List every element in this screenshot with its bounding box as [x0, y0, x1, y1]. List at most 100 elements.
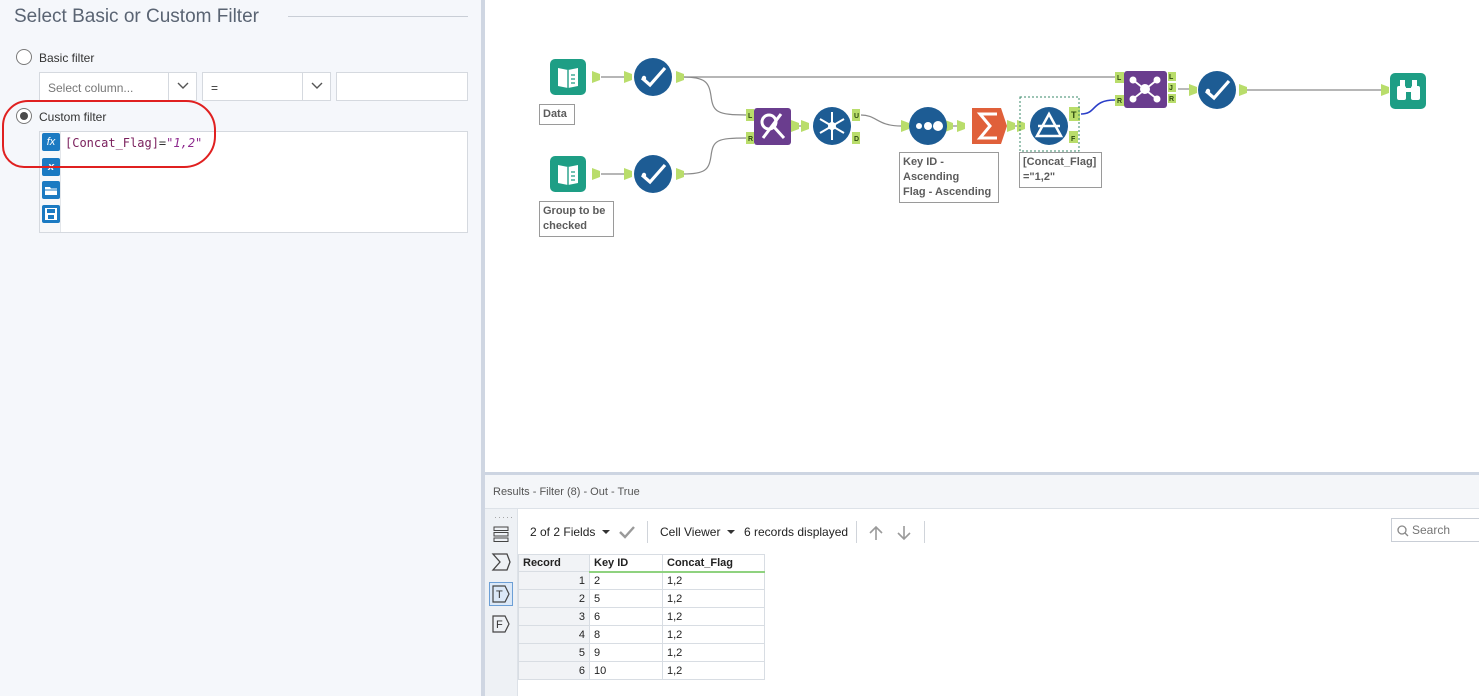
column-header-key-id[interactable]: Key ID [589, 554, 663, 573]
find-replace-tool[interactable] [754, 108, 791, 145]
anchor[interactable] [592, 168, 600, 180]
concat-flag-cell[interactable]: 1,2 [662, 571, 765, 590]
unique-tool[interactable] [813, 107, 851, 145]
anchor[interactable] [676, 168, 684, 180]
key-id-cell[interactable]: 2 [589, 571, 663, 590]
browse-tool[interactable] [1390, 73, 1426, 109]
anchor[interactable] [1168, 94, 1176, 103]
search-box[interactable] [1391, 518, 1479, 542]
false-output-icon[interactable]: F [489, 612, 513, 636]
column-header-record[interactable]: Record [518, 554, 590, 572]
key-id-cell[interactable]: 8 [589, 625, 663, 644]
concat-flag-cell[interactable]: 1,2 [662, 643, 765, 662]
record-cell: 1 [518, 571, 590, 590]
annotation-filter[interactable]: [Concat_Flag] ="1,2" [1019, 152, 1102, 188]
anchor[interactable] [624, 71, 632, 83]
table-row[interactable]: 2 5 1,2 [518, 589, 765, 608]
table-row[interactable]: 4 8 1,2 [518, 625, 765, 644]
select-tool-1[interactable] [634, 58, 672, 96]
annotation-group[interactable]: Group to be checked [539, 201, 614, 237]
table-view-icon[interactable] [489, 522, 513, 546]
anchor[interactable] [746, 132, 754, 144]
select-tool-3[interactable] [1198, 71, 1236, 109]
anchor[interactable] [1381, 84, 1389, 96]
anchor[interactable] [1239, 84, 1247, 96]
summary-view-icon[interactable] [489, 550, 513, 574]
column-select[interactable]: Select column... [39, 72, 197, 101]
basic-filter-label[interactable]: Basic filter [39, 51, 95, 65]
anchor[interactable] [1115, 72, 1124, 83]
filter-tool[interactable] [1030, 107, 1068, 145]
anchor[interactable] [1115, 95, 1124, 106]
operator-select[interactable]: = [202, 72, 331, 101]
key-id-cell[interactable]: 6 [589, 607, 663, 626]
operator-dropdown-button[interactable] [302, 73, 330, 100]
key-id-cell[interactable]: 10 [589, 661, 663, 680]
summarize-tool[interactable] [972, 108, 1007, 144]
results-splitter[interactable] [485, 472, 1479, 475]
concat-flag-cell[interactable]: 1,2 [662, 607, 765, 626]
anchor[interactable] [592, 71, 600, 83]
anchor[interactable] [957, 120, 965, 132]
open-folder-icon[interactable] [42, 181, 60, 199]
fx-icon[interactable]: fx [42, 133, 60, 151]
viewer-caret-icon[interactable] [727, 530, 735, 534]
concat-flag-cell[interactable]: 1,2 [662, 661, 765, 680]
anchor[interactable] [1189, 84, 1197, 96]
annotation-data[interactable]: Data [539, 104, 575, 125]
custom-filter-radio[interactable] [16, 108, 32, 124]
key-id-cell[interactable]: 9 [589, 643, 663, 662]
anchor[interactable] [852, 109, 860, 121]
fields-selector[interactable]: 2 of 2 Fields [530, 525, 596, 539]
annotation-sort[interactable]: Key ID - Ascending Flag - Ascending [899, 152, 999, 203]
fields-caret-icon[interactable] [602, 530, 610, 534]
cell-viewer-selector[interactable]: Cell Viewer [660, 525, 721, 539]
select-tool-2[interactable] [634, 155, 672, 193]
anchor[interactable] [791, 120, 799, 132]
value-input[interactable] [336, 72, 468, 101]
anchor[interactable] [624, 168, 632, 180]
concat-flag-cell[interactable]: 1,2 [662, 589, 765, 608]
arrow-up-icon[interactable] [867, 524, 885, 542]
anchor[interactable] [676, 71, 684, 83]
workflow-canvas[interactable]: L R U D T F L R L J R [485, 0, 1479, 472]
table-row[interactable]: 3 6 1,2 [518, 607, 765, 626]
grip-handle[interactable]: ····· [494, 512, 514, 522]
input-group-tool[interactable] [550, 156, 586, 192]
custom-filter-label[interactable]: Custom filter [39, 110, 107, 124]
key-id-cell[interactable]: 5 [589, 589, 663, 608]
save-icon[interactable] [42, 205, 60, 223]
anchor[interactable] [1017, 120, 1025, 132]
table-row[interactable]: 1 2 1,2 [518, 571, 765, 590]
concat-flag-cell[interactable]: 1,2 [662, 625, 765, 644]
anchor[interactable] [1007, 120, 1015, 132]
true-output-icon[interactable]: T [489, 582, 513, 606]
anchor[interactable] [1168, 83, 1176, 92]
anchor[interactable] [746, 109, 754, 121]
expression-editor[interactable]: fx x [Concat_Flag]="1,2" [39, 131, 468, 233]
panel-title-row: Select Basic or Custom Filter [14, 6, 468, 30]
arrow-down-icon[interactable] [895, 524, 913, 542]
table-row[interactable]: 5 9 1,2 [518, 643, 765, 662]
anchor[interactable] [1069, 107, 1080, 121]
join-tool[interactable] [1124, 71, 1167, 108]
basic-filter-radio[interactable] [16, 49, 32, 65]
anchor[interactable] [901, 120, 909, 132]
column-header-concat-flag[interactable]: Concat_Flag [662, 554, 765, 573]
anchor[interactable] [801, 120, 809, 132]
anchor[interactable] [945, 120, 953, 132]
results-grid[interactable]: Record Key ID Concat_Flag 1 2 1,2 2 5 1,… [518, 554, 765, 680]
table-row[interactable]: 6 10 1,2 [518, 661, 765, 680]
anchor[interactable] [1069, 131, 1078, 143]
filter-config-panel: Select Basic or Custom Filter Basic filt… [0, 0, 481, 696]
input-data-tool[interactable] [550, 59, 586, 95]
anchor[interactable] [852, 132, 860, 144]
anchor[interactable] [1168, 72, 1176, 81]
column-dropdown-button[interactable] [168, 73, 196, 100]
checkmark-icon[interactable] [618, 525, 636, 539]
expression-text[interactable]: [Concat_Flag]="1,2" [65, 136, 202, 150]
variable-icon[interactable]: x [42, 158, 60, 176]
panel-splitter[interactable] [481, 0, 485, 696]
search-input[interactable] [1412, 522, 1478, 538]
sort-tool[interactable] [909, 107, 947, 145]
